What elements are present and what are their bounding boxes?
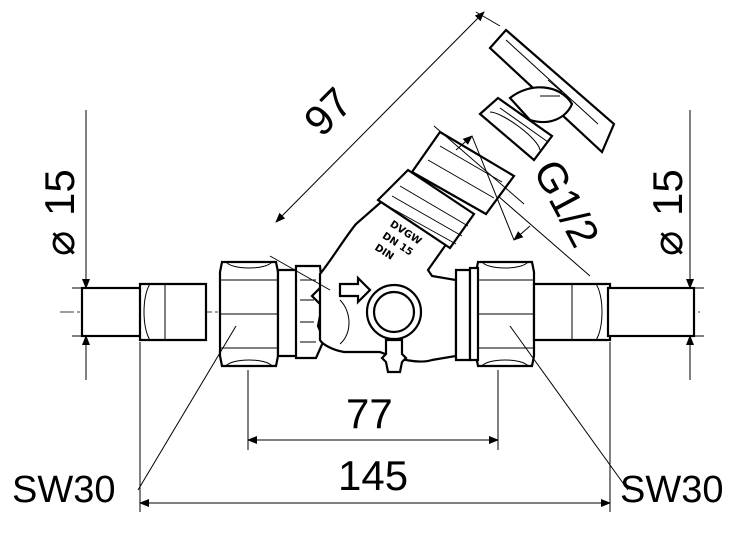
label-wrench-left: SW30 — [12, 325, 237, 511]
left-pipe — [80, 282, 208, 342]
dim-port-spacing-value: 77 — [346, 390, 393, 437]
dim-diameter-symbol-right: ⌀ — [644, 231, 691, 256]
valve-body — [318, 194, 472, 363]
dim-diameter-symbol-left: ⌀ — [36, 231, 83, 256]
dim-height-angled-value: 97 — [295, 78, 361, 144]
dim-diameter-value-left: 15 — [36, 169, 83, 216]
dim-port-spacing: 77 — [247, 370, 499, 450]
dim-diameter-right: ⌀ 15 — [612, 110, 704, 380]
flow-arrow-icon — [338, 275, 372, 305]
label-wrench-left-text: SW30 — [12, 469, 115, 511]
dim-thread-value: G1/2 — [525, 152, 609, 254]
label-wrench-right: SW30 — [509, 325, 723, 511]
right-nut — [468, 260, 536, 368]
label-wrench-right-text: SW30 — [620, 469, 723, 511]
dim-overall-length-value: 145 — [338, 452, 408, 499]
dim-diameter-left: ⌀ 15 — [36, 110, 140, 380]
left-nut — [218, 260, 280, 368]
left-connector — [276, 264, 326, 360]
drain-port — [365, 283, 423, 374]
handwheel — [488, 28, 616, 154]
dim-diameter-value-right: 15 — [644, 169, 691, 216]
dim-overall-length: 145 — [139, 342, 611, 512]
right-pipe — [532, 282, 696, 342]
